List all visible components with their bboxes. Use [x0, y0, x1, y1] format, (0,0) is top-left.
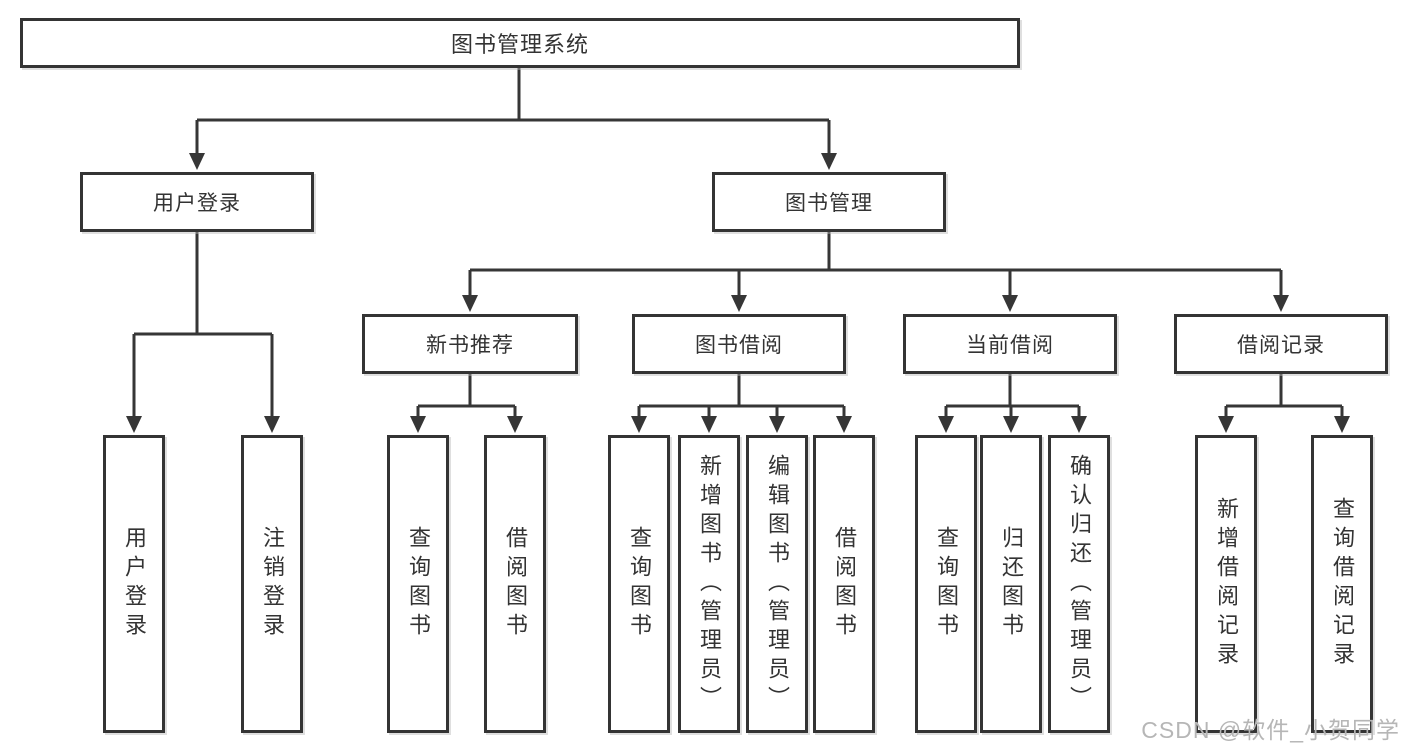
connector-current-borrowing-children: [938, 374, 1087, 433]
node-new-book-recommend: 新书推荐: [362, 314, 578, 374]
node-label: 图书管理系统: [450, 32, 589, 57]
node-leaf-borrow-books-recommend: 借阅图书: [484, 435, 546, 733]
node-book-management: 图书管理: [712, 172, 946, 232]
arrowhead-icon: [410, 416, 426, 433]
node-leaf-query-books-recommend: 查询图书: [387, 435, 449, 733]
arrowhead-icon: [701, 416, 717, 433]
node-label: 归还图书: [999, 526, 1024, 642]
node-label: 新增借阅记录: [1214, 497, 1239, 671]
arrowhead-icon: [1002, 295, 1018, 312]
arrowhead-icon: [1003, 416, 1019, 433]
node-label: 借阅图书: [832, 526, 857, 642]
node-leaf-query-books-borrowing: 查询图书: [608, 435, 670, 733]
arrowhead-icon: [126, 416, 142, 433]
node-leaf-logout: 注销登录: [241, 435, 303, 733]
node-leaf-confirm-return-admin: 确认归还（管理员）: [1048, 435, 1110, 733]
arrowhead-icon: [631, 416, 647, 433]
arrowhead-icon: [821, 153, 837, 170]
connector-book-borrowing-children: [631, 374, 852, 433]
node-book-borrowing: 图书借阅: [632, 314, 846, 374]
csdn-watermark: CSDN @软件_小贺同学: [1141, 717, 1400, 743]
arrowhead-icon: [189, 153, 205, 170]
node-label: 新增图书（管理员）: [697, 453, 722, 715]
node-label: 确认归还（管理员）: [1067, 453, 1092, 715]
arrowhead-icon: [264, 416, 280, 433]
node-label: 当前借阅: [966, 334, 1054, 357]
arrowhead-icon: [836, 416, 852, 433]
node-leaf-query-borrow-record: 查询借阅记录: [1311, 435, 1373, 733]
arrowhead-icon: [1071, 416, 1087, 433]
node-label: 图书借阅: [695, 334, 783, 357]
connector-new-book-recommend-children: [410, 374, 523, 433]
arrowhead-icon: [1334, 416, 1350, 433]
arrowhead-icon: [1273, 295, 1289, 312]
node-label: 图书管理: [785, 192, 873, 215]
node-label: 借阅记录: [1237, 334, 1325, 357]
arrowhead-icon: [1218, 416, 1234, 433]
node-leaf-return-books: 归还图书: [980, 435, 1042, 733]
node-leaf-edit-books-admin: 编辑图书（管理员）: [746, 435, 808, 733]
node-label: 新书推荐: [426, 334, 514, 357]
node-label: 查询图书: [627, 526, 652, 642]
node-current-borrowing: 当前借阅: [903, 314, 1117, 374]
node-label: 查询借阅记录: [1330, 497, 1355, 671]
arrowhead-icon: [462, 295, 478, 312]
node-leaf-user-login: 用户登录: [103, 435, 165, 733]
connector-user-login-children: [126, 232, 280, 433]
node-label: 借阅图书: [503, 526, 528, 642]
node-label: 编辑图书（管理员）: [765, 453, 790, 715]
node-leaf-add-books-admin: 新增图书（管理员）: [678, 435, 740, 733]
connector-book-management-children: [462, 232, 1289, 312]
node-leaf-borrow-books: 借阅图书: [813, 435, 875, 733]
arrowhead-icon: [938, 416, 954, 433]
arrowhead-icon: [769, 416, 785, 433]
connector-borrowing-records-children: [1218, 374, 1350, 433]
node-label: 用户登录: [153, 192, 241, 215]
arrowhead-icon: [731, 295, 747, 312]
node-leaf-query-books-current: 查询图书: [915, 435, 977, 733]
connector-root-children: [189, 68, 837, 170]
node-label: 用户登录: [122, 526, 147, 642]
node-leaf-add-borrow-record: 新增借阅记录: [1195, 435, 1257, 733]
node-label: 查询图书: [406, 526, 431, 642]
arrowhead-icon: [507, 416, 523, 433]
node-label: 查询图书: [934, 526, 959, 642]
node-borrowing-records: 借阅记录: [1174, 314, 1388, 374]
node-label: 注销登录: [260, 526, 285, 642]
node-user-login: 用户登录: [80, 172, 314, 232]
node-library-management-system: 图书管理系统: [20, 18, 1020, 68]
